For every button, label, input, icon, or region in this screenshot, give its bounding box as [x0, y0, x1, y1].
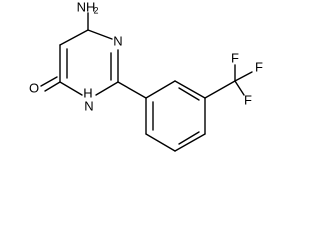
- label-ring-n-top: N: [113, 33, 122, 48]
- bond-cf3-f-bottom: [234, 80, 245, 96]
- label-f-top: F: [231, 50, 239, 65]
- bond-c2-phenyl: [117, 81, 147, 99]
- label-amino-sub: 2: [93, 5, 98, 15]
- bond-c4-o: [44, 81, 61, 92]
- label-f-bottom: F: [244, 92, 252, 107]
- bond-cf3-f-right: [234, 71, 253, 82]
- label-amino-main: NH: [77, 0, 96, 14]
- bond-c4-o-double: [40, 76, 58, 87]
- label-ring-nh-n: N: [84, 98, 93, 113]
- bond-n3-c2: [95, 81, 119, 96]
- molecule-drawing: NH 2 N H N O F F F: [29, 0, 263, 152]
- bond-c6-c5: [59, 29, 89, 46]
- structure-canvas: NH 2 N H N O F F F: [28, 0, 264, 152]
- bond-phenyl-cf3: [204, 80, 236, 99]
- phenyl-inner-2: [178, 131, 200, 145]
- phenyl-bond-3: [174, 133, 206, 152]
- phenyl-bond-2: [145, 133, 176, 152]
- phenyl-inner-3: [178, 87, 200, 101]
- bond-c4-n3: [59, 81, 83, 96]
- phenyl-bond-5: [174, 80, 206, 99]
- label-carbonyl-o: O: [29, 80, 39, 95]
- bond-n1-c6: [87, 29, 113, 40]
- label-f-right: F: [255, 59, 263, 74]
- label-ring-nh-h: H: [83, 85, 92, 100]
- phenyl-bond-6: [145, 80, 176, 99]
